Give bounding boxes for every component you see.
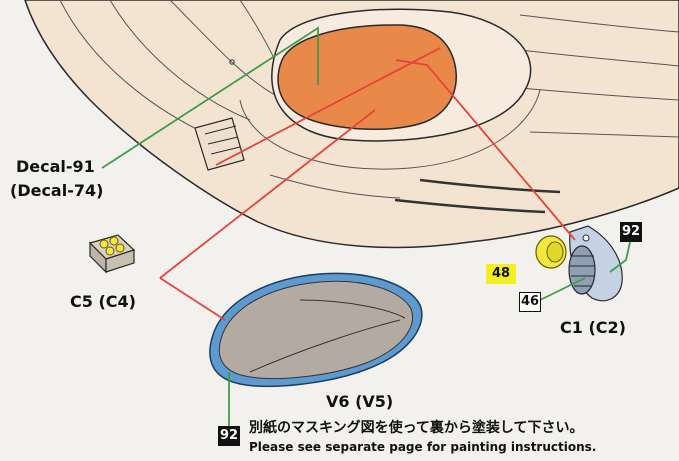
paint-code-badge: 92 <box>218 426 240 446</box>
window-opening <box>277 24 457 130</box>
leader-46 <box>539 277 586 301</box>
instruction-note-jp: 別紙のマスキング図を使って裏から塗装して下さい。 <box>249 420 584 436</box>
leader-canopy <box>215 47 441 166</box>
decal-alt-label: (Decal-74) <box>10 181 104 200</box>
part-c1-label: C1 (C2) <box>560 318 626 337</box>
part-v6-label: V6 (V5) <box>326 392 394 411</box>
part-c5 <box>88 234 136 274</box>
panel-line <box>419 178 561 194</box>
panel-line <box>239 0 276 61</box>
part-c5-label: C5 (C4) <box>70 292 136 311</box>
leader-canopy <box>159 109 376 279</box>
panel-line <box>519 87 679 101</box>
panel-line <box>169 0 276 96</box>
paint-code-badge: 48 <box>486 264 516 284</box>
leader-canopy <box>159 277 226 321</box>
panel-line <box>519 49 679 67</box>
canopy-line <box>249 319 401 373</box>
decal-label: Decal-91 <box>16 157 95 176</box>
leader-92-top <box>609 241 631 273</box>
panel-line <box>394 198 546 214</box>
leader-c1 <box>395 59 576 241</box>
panel-line <box>519 14 679 33</box>
leader-decal <box>101 26 319 169</box>
intake-detail <box>204 125 241 155</box>
panel-line <box>529 131 679 138</box>
paint-code-badge: 92 <box>620 222 642 242</box>
canopy-line <box>299 299 406 319</box>
paint-code-badge: 46 <box>519 292 541 312</box>
panel-line <box>109 0 251 121</box>
instruction-note-en: Please see separate page for painting in… <box>249 440 597 454</box>
rivet <box>229 59 235 65</box>
